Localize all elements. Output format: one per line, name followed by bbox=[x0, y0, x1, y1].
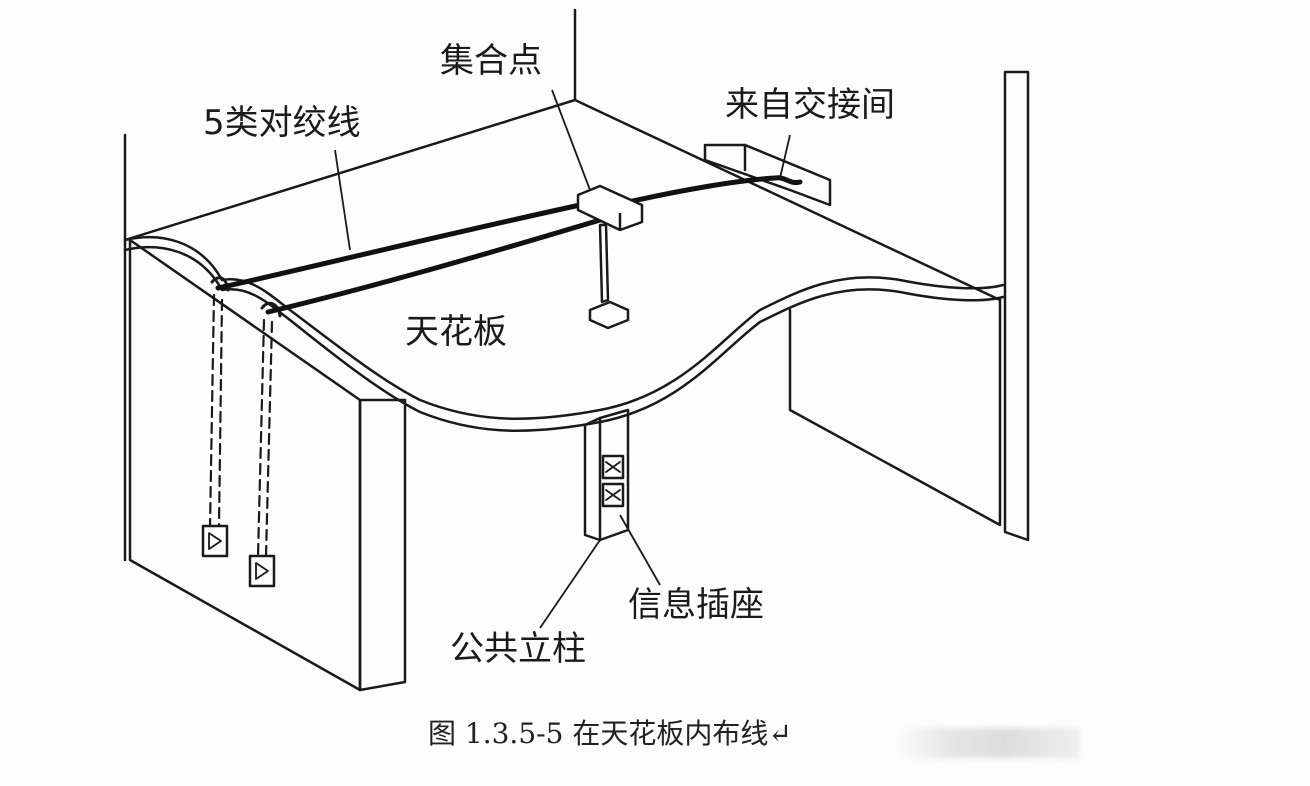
figure-caption: 图 1.3.5-5 在天花板内布线↵ bbox=[428, 717, 792, 750]
cable-strap-right bbox=[260, 301, 282, 318]
label-consolidation-point: 集合点 bbox=[440, 41, 542, 81]
left-partition-side bbox=[358, 398, 407, 692]
cat5-cable-upper bbox=[215, 202, 583, 291]
feeder-cable bbox=[612, 175, 803, 208]
wall-outlet-right bbox=[248, 554, 276, 588]
drop-cable-right-b bbox=[264, 320, 274, 558]
label-from-cross-connect: 来自交接间 bbox=[725, 85, 895, 125]
consolidation-point-hanger bbox=[598, 223, 610, 304]
label-cat5-cable: 5类对绞线 bbox=[203, 103, 361, 143]
label-info-outlet: 信息插座 bbox=[628, 585, 764, 625]
right-pillar bbox=[1003, 70, 1030, 542]
right-partition bbox=[788, 298, 1002, 527]
public-column bbox=[583, 408, 630, 542]
drop-cable-left-a bbox=[208, 293, 216, 528]
info-outlet-lower bbox=[601, 482, 625, 508]
label-public-column: 公共立柱 bbox=[450, 629, 586, 669]
label-ceiling: 天花板 bbox=[405, 312, 507, 352]
right-back-wall-top bbox=[573, 98, 1002, 302]
ceiling-panel-edge bbox=[123, 246, 1005, 432]
leader-cross-connect bbox=[779, 134, 791, 179]
ceiling-panel bbox=[123, 236, 1005, 420]
leader-consolidation-point bbox=[551, 89, 591, 191]
info-outlet-lower-icon bbox=[605, 489, 621, 501]
info-outlet-upper-icon bbox=[605, 461, 621, 473]
wall-outlet-left-icon bbox=[208, 532, 222, 550]
consolidation-point-box bbox=[576, 184, 644, 232]
info-outlet-upper bbox=[601, 454, 625, 480]
leader-public-column bbox=[539, 539, 601, 629]
left-back-wall-top bbox=[123, 98, 577, 242]
cross-connect-duct bbox=[703, 143, 832, 207]
drop-cable-left-b bbox=[217, 298, 224, 528]
left-partition bbox=[128, 238, 362, 692]
wall-outlet-right-icon bbox=[255, 562, 269, 580]
drop-cable-right-a bbox=[256, 318, 266, 558]
leader-info-outlet bbox=[619, 514, 661, 586]
wall-outlet-left bbox=[201, 524, 229, 558]
leader-cat5 bbox=[334, 149, 351, 251]
cat5-cable-lower bbox=[265, 217, 603, 315]
blurred-watermark bbox=[890, 728, 1080, 758]
consolidation-point-foot bbox=[588, 300, 630, 330]
